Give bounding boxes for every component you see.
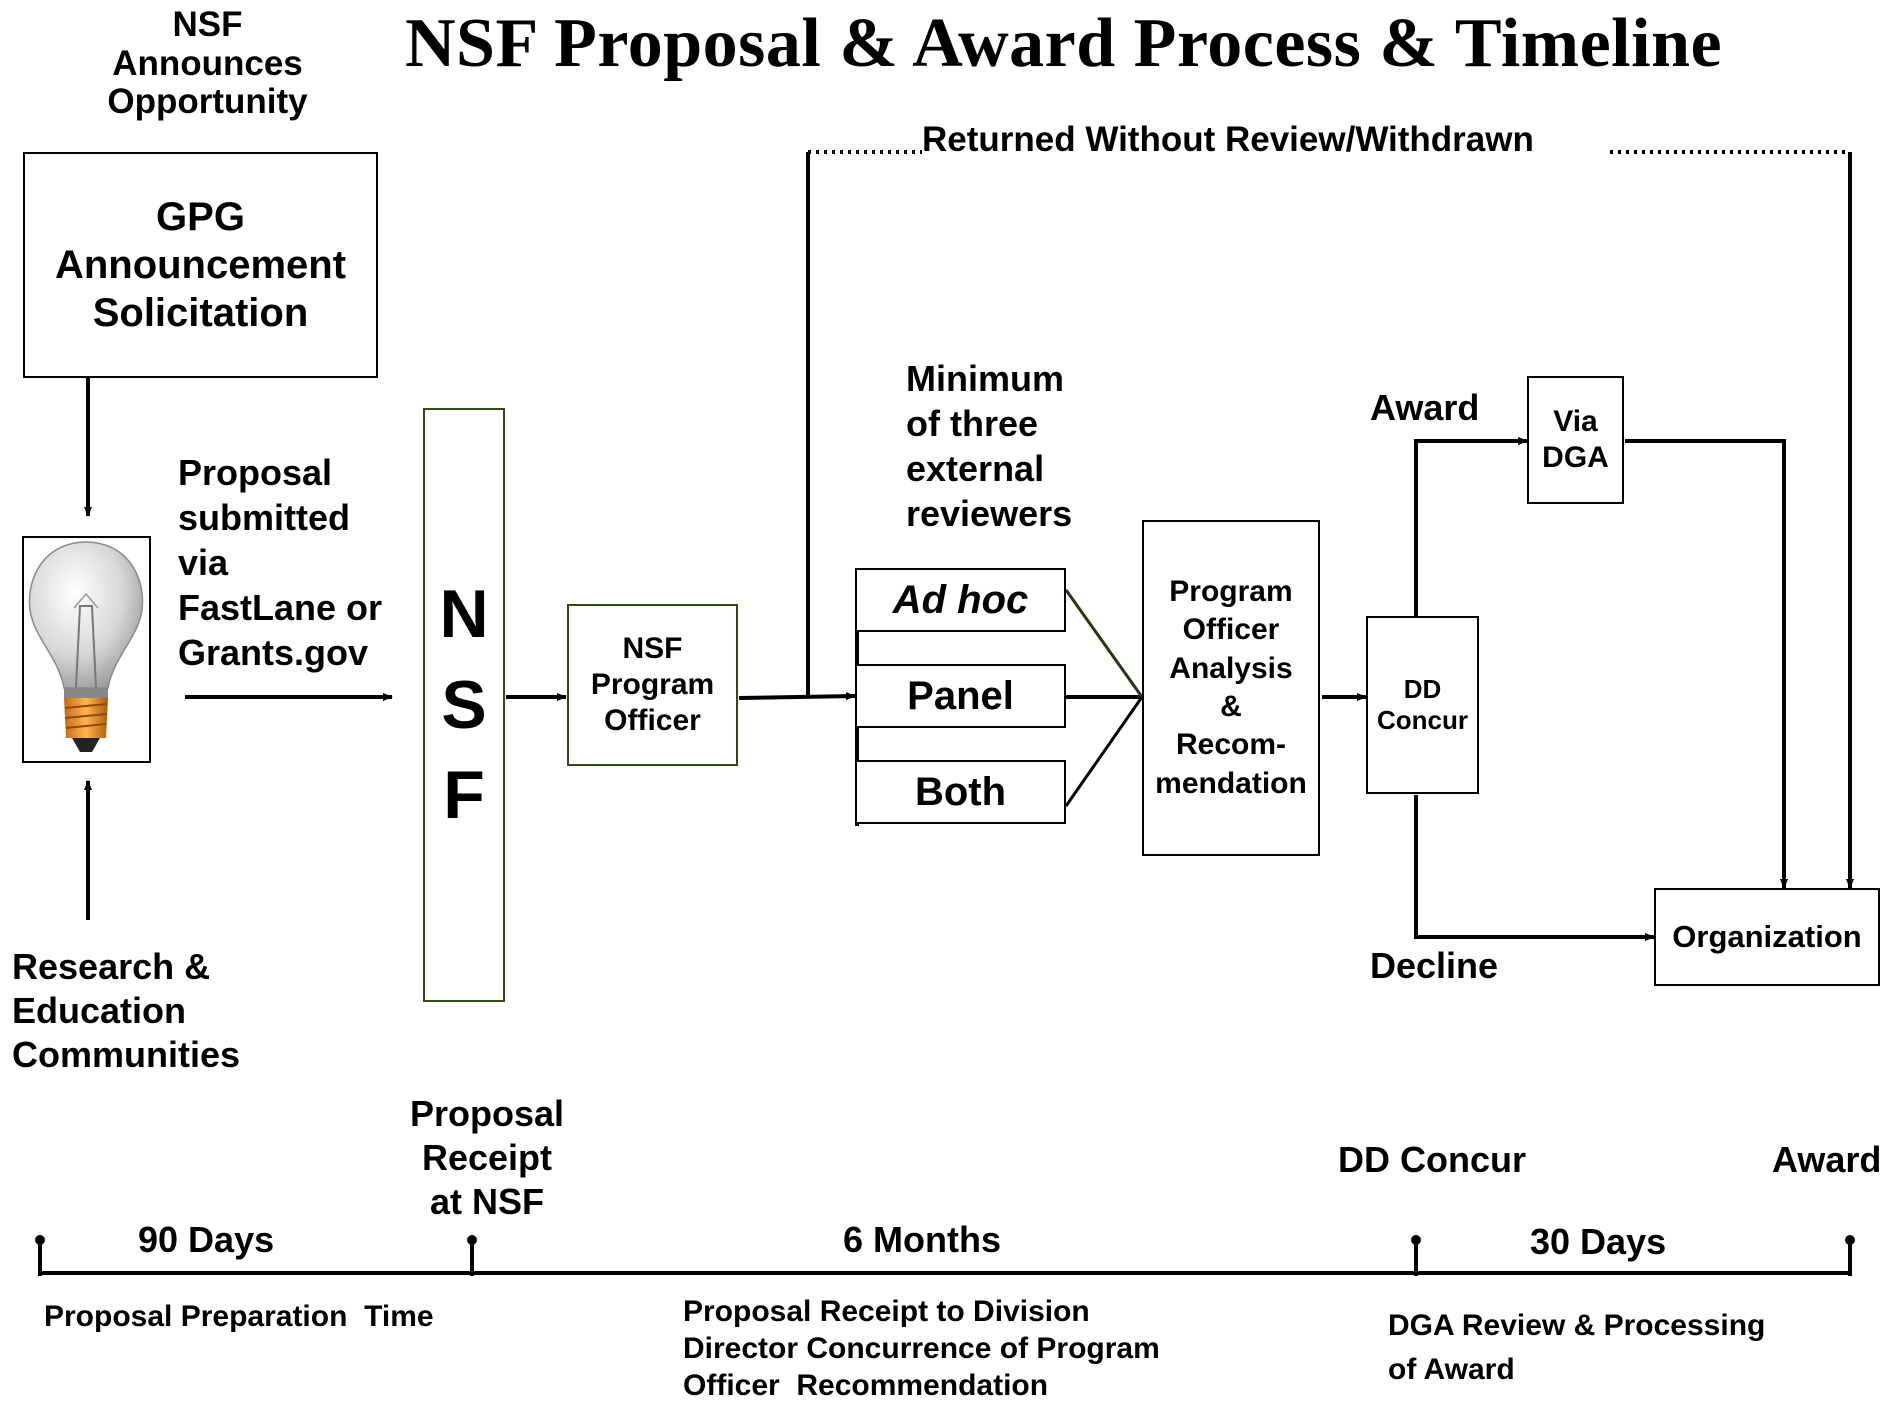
review-both-box: Both xyxy=(855,760,1066,824)
award-label: Award xyxy=(1370,387,1480,428)
milestone-receipt: Proposal Receipt at NSF xyxy=(409,1093,565,1222)
gpg-announcement-box: GPG Announcement Solicitation xyxy=(23,152,378,378)
lightbulb-icon xyxy=(22,536,151,763)
duration-dga: 30 Days xyxy=(1530,1221,1667,1262)
milestone-dd-concur: DD Concur xyxy=(1338,1139,1526,1180)
description-review: Proposal Receipt to Division Director Co… xyxy=(683,1295,1160,1403)
dd-concur-box: DD Concur xyxy=(1366,616,1479,794)
description-dga: DGA Review & Processing of Award xyxy=(1388,1309,1766,1386)
returned-label: Returned Without Review/Withdrawn xyxy=(922,120,1534,159)
analysis-box: Program Officer Analysis & Recom- mendat… xyxy=(1142,520,1320,856)
duration-preparation: 90 Days xyxy=(138,1219,275,1260)
milestone-award: Award xyxy=(1772,1139,1882,1180)
review-panel-box: Panel xyxy=(855,664,1066,728)
decline-label: Decline xyxy=(1370,945,1499,986)
duration-review: 6 Months xyxy=(843,1219,1001,1260)
via-dga-box: Via DGA xyxy=(1527,376,1624,504)
program-officer-box: NSF Program Officer xyxy=(567,604,738,766)
communities-label: Research & Education Communities xyxy=(12,946,241,1075)
nsf-bar: N S F xyxy=(423,408,505,1002)
description-preparation: Proposal Preparation Time xyxy=(44,1300,434,1333)
organization-box: Organization xyxy=(1654,888,1880,986)
submitted-label: Proposal submitted via FastLane or Grant… xyxy=(178,452,383,673)
reviewers-label: Minimum of three external reviewers xyxy=(906,358,1073,534)
review-ad-hoc-box: Ad hoc xyxy=(855,568,1066,632)
announce-label: NSF Announces Opportunity xyxy=(107,5,308,121)
page-title: NSF Proposal & Award Process & Timeline xyxy=(405,5,1723,82)
